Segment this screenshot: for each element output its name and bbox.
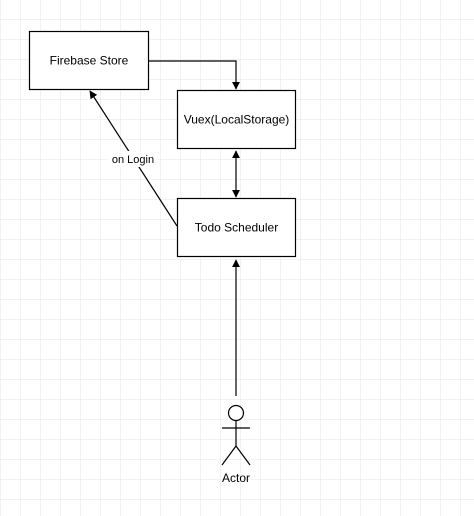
node-label: Vuex(LocalStorage) — [184, 113, 290, 127]
node-actor[interactable]: Actor — [221, 404, 251, 486]
node-firebase-store[interactable]: Firebase Store — [28, 30, 150, 91]
edge-label-on-login: on Login — [112, 154, 154, 166]
node-todo-scheduler[interactable]: Todo Scheduler — [176, 197, 297, 258]
edge-firebase-to-vuex — [148, 60, 240, 90]
actor-stick-figure-icon — [221, 404, 251, 466]
node-vuex-localstorage[interactable]: Vuex(LocalStorage) — [176, 89, 297, 150]
node-box — [176, 197, 297, 258]
node-box — [176, 89, 297, 150]
node-label: Firebase Store — [50, 54, 129, 68]
node-box — [28, 30, 150, 91]
edge-label-background — [108, 151, 158, 167]
node-label: Actor — [222, 471, 250, 485]
node-label: Todo Scheduler — [195, 221, 278, 235]
